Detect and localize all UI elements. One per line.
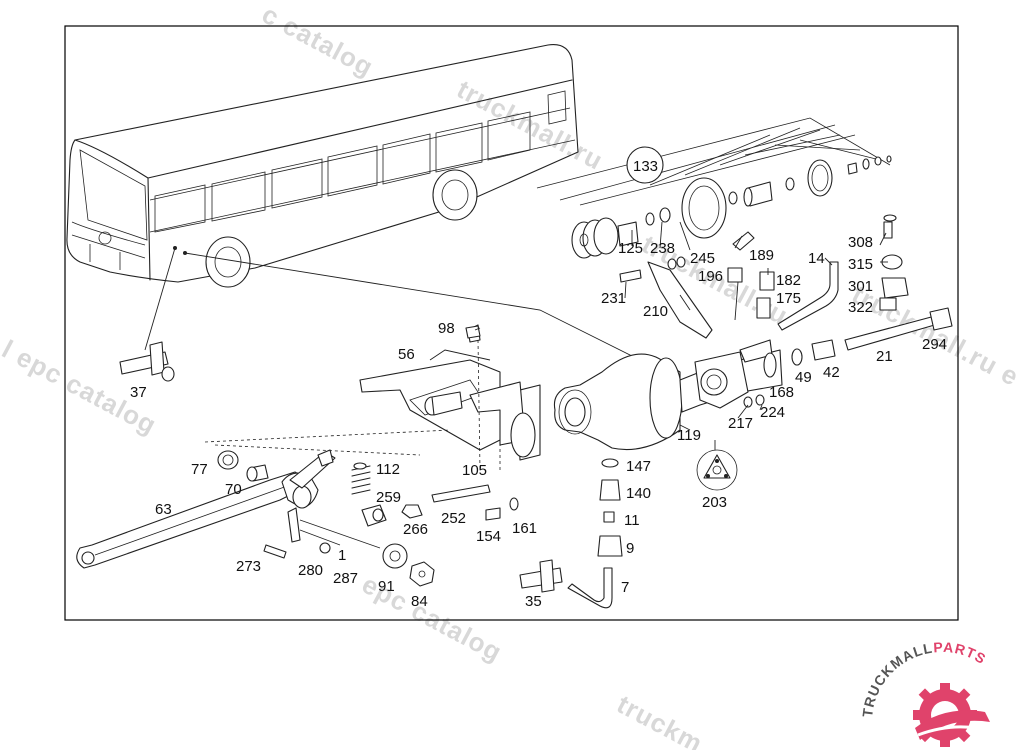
callout-91: 91 (378, 578, 395, 595)
callout-147: 147 (626, 458, 651, 475)
callout-231: 231 (601, 290, 626, 307)
callout-11: 11 (624, 512, 640, 529)
callout-98: 98 (438, 320, 455, 337)
callout-238: 238 (650, 240, 675, 257)
watermark: truckm (612, 689, 708, 750)
callout-21: 21 (876, 348, 893, 365)
callout-245: 245 (690, 250, 715, 267)
pedal-bracket-56 (204, 324, 541, 471)
callout-175: 175 (776, 290, 801, 307)
callout-203: 203 (702, 494, 727, 511)
callout-42: 42 (823, 364, 840, 381)
truckmall-parts-logo: TRUCKMALLPARTS (859, 639, 990, 747)
booster-assembly (553, 339, 783, 451)
callout-182: 182 (776, 272, 801, 289)
callout-301: 301 (848, 278, 873, 295)
callout-77: 77 (191, 461, 208, 478)
callout-circle-133 (626, 146, 664, 184)
callout-35: 35 (525, 593, 542, 610)
callout-196: 196 (698, 268, 723, 285)
callout-84: 84 (411, 593, 428, 610)
exploded-row-133 (536, 117, 892, 259)
callout-1: 1 (338, 547, 346, 564)
callout-322: 322 (848, 299, 873, 316)
callout-315: 315 (848, 256, 873, 273)
callout-125: 125 (618, 240, 643, 257)
callout-266: 266 (403, 521, 428, 538)
logo-brand-accent: PARTS (933, 639, 989, 667)
callout-119: 119 (677, 427, 701, 444)
callout-308: 308 (848, 234, 873, 251)
callout-140: 140 (626, 485, 651, 502)
gear-icon (913, 683, 990, 747)
diagram-frame (64, 25, 959, 621)
callout-9: 9 (626, 540, 634, 557)
callout-37: 37 (130, 384, 147, 401)
callout-287: 287 (333, 570, 358, 587)
leader-line (144, 247, 176, 351)
callout-7: 7 (621, 579, 629, 596)
callout-259: 259 (376, 489, 401, 506)
callout-168: 168 (769, 384, 794, 401)
callout-224: 224 (760, 404, 785, 421)
callout-14: 14 (808, 250, 825, 267)
watermark: c catalog (257, 0, 379, 82)
pedal-lever-63 (76, 325, 519, 587)
leader-line (184, 252, 641, 361)
bus-illustration (66, 44, 579, 288)
parts-cluster-right (619, 214, 953, 366)
callout-161: 161 (512, 520, 537, 537)
part-203-flange (696, 449, 738, 491)
callout-63: 63 (155, 501, 172, 518)
callout-133: 133 (633, 158, 658, 175)
callout-105: 105 (462, 462, 487, 479)
callout-294: 294 (922, 336, 947, 353)
callout-70: 70 (225, 481, 242, 498)
callout-280: 280 (298, 562, 323, 579)
callout-56: 56 (398, 346, 415, 363)
callout-273: 273 (236, 558, 261, 575)
callout-217: 217 (728, 415, 753, 432)
callout-210: 210 (643, 303, 668, 320)
callout-252: 252 (441, 510, 466, 527)
fittings-lower (119, 341, 623, 609)
callout-154: 154 (476, 528, 501, 545)
callout-189: 189 (749, 247, 774, 264)
callout-leaders (429, 221, 888, 450)
callout-112: 112 (376, 461, 400, 478)
callout-labels: 133 125 238 245 189 14 308 315 301 322 1… (130, 158, 947, 610)
callout-49: 49 (795, 369, 812, 386)
